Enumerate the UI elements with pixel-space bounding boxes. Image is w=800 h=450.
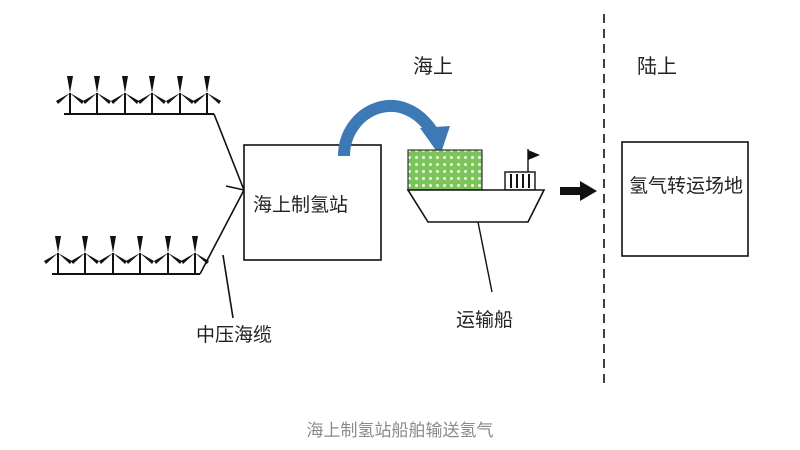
wind-turbine-icon <box>180 235 210 275</box>
transfer-site-label: 氢气转运场地 <box>628 175 743 197</box>
ship-cabin <box>504 171 536 191</box>
wind-turbine-icon <box>125 235 155 275</box>
wind-turbine-icon <box>98 235 128 275</box>
cable-label: 中压海缆 <box>196 324 273 346</box>
cable-lines <box>199 113 245 319</box>
hydrogen-station-box <box>243 144 382 261</box>
turbine-row-top <box>55 75 222 115</box>
curved-arrow-icon <box>338 100 450 157</box>
ship-icon <box>406 149 546 293</box>
station-label: 海上制氢站 <box>253 194 349 216</box>
wind-turbine-icon <box>165 75 195 115</box>
wind-turbine-icon <box>110 75 140 115</box>
wind-turbine-icon <box>70 235 100 275</box>
flag-icon <box>527 149 540 172</box>
hydrogen-container-icon <box>407 149 483 191</box>
transfer-site-box <box>621 141 749 257</box>
wind-turbine-icon <box>43 235 73 275</box>
wind-turbine-icon <box>82 75 112 115</box>
figure-caption: 海上制氢站船舶输送氢气 <box>306 421 494 441</box>
wind-turbine-icon <box>192 75 222 115</box>
right-arrow-icon <box>560 181 597 201</box>
sea-zone-label: 海上 <box>413 54 453 78</box>
ship-label: 运输船 <box>456 309 514 331</box>
turbine-row-bottom <box>43 235 210 275</box>
wind-turbine-icon <box>55 75 85 115</box>
land-zone-label: 陆上 <box>637 54 677 78</box>
wind-turbine-icon <box>137 75 167 115</box>
wind-turbine-icon <box>153 235 183 275</box>
